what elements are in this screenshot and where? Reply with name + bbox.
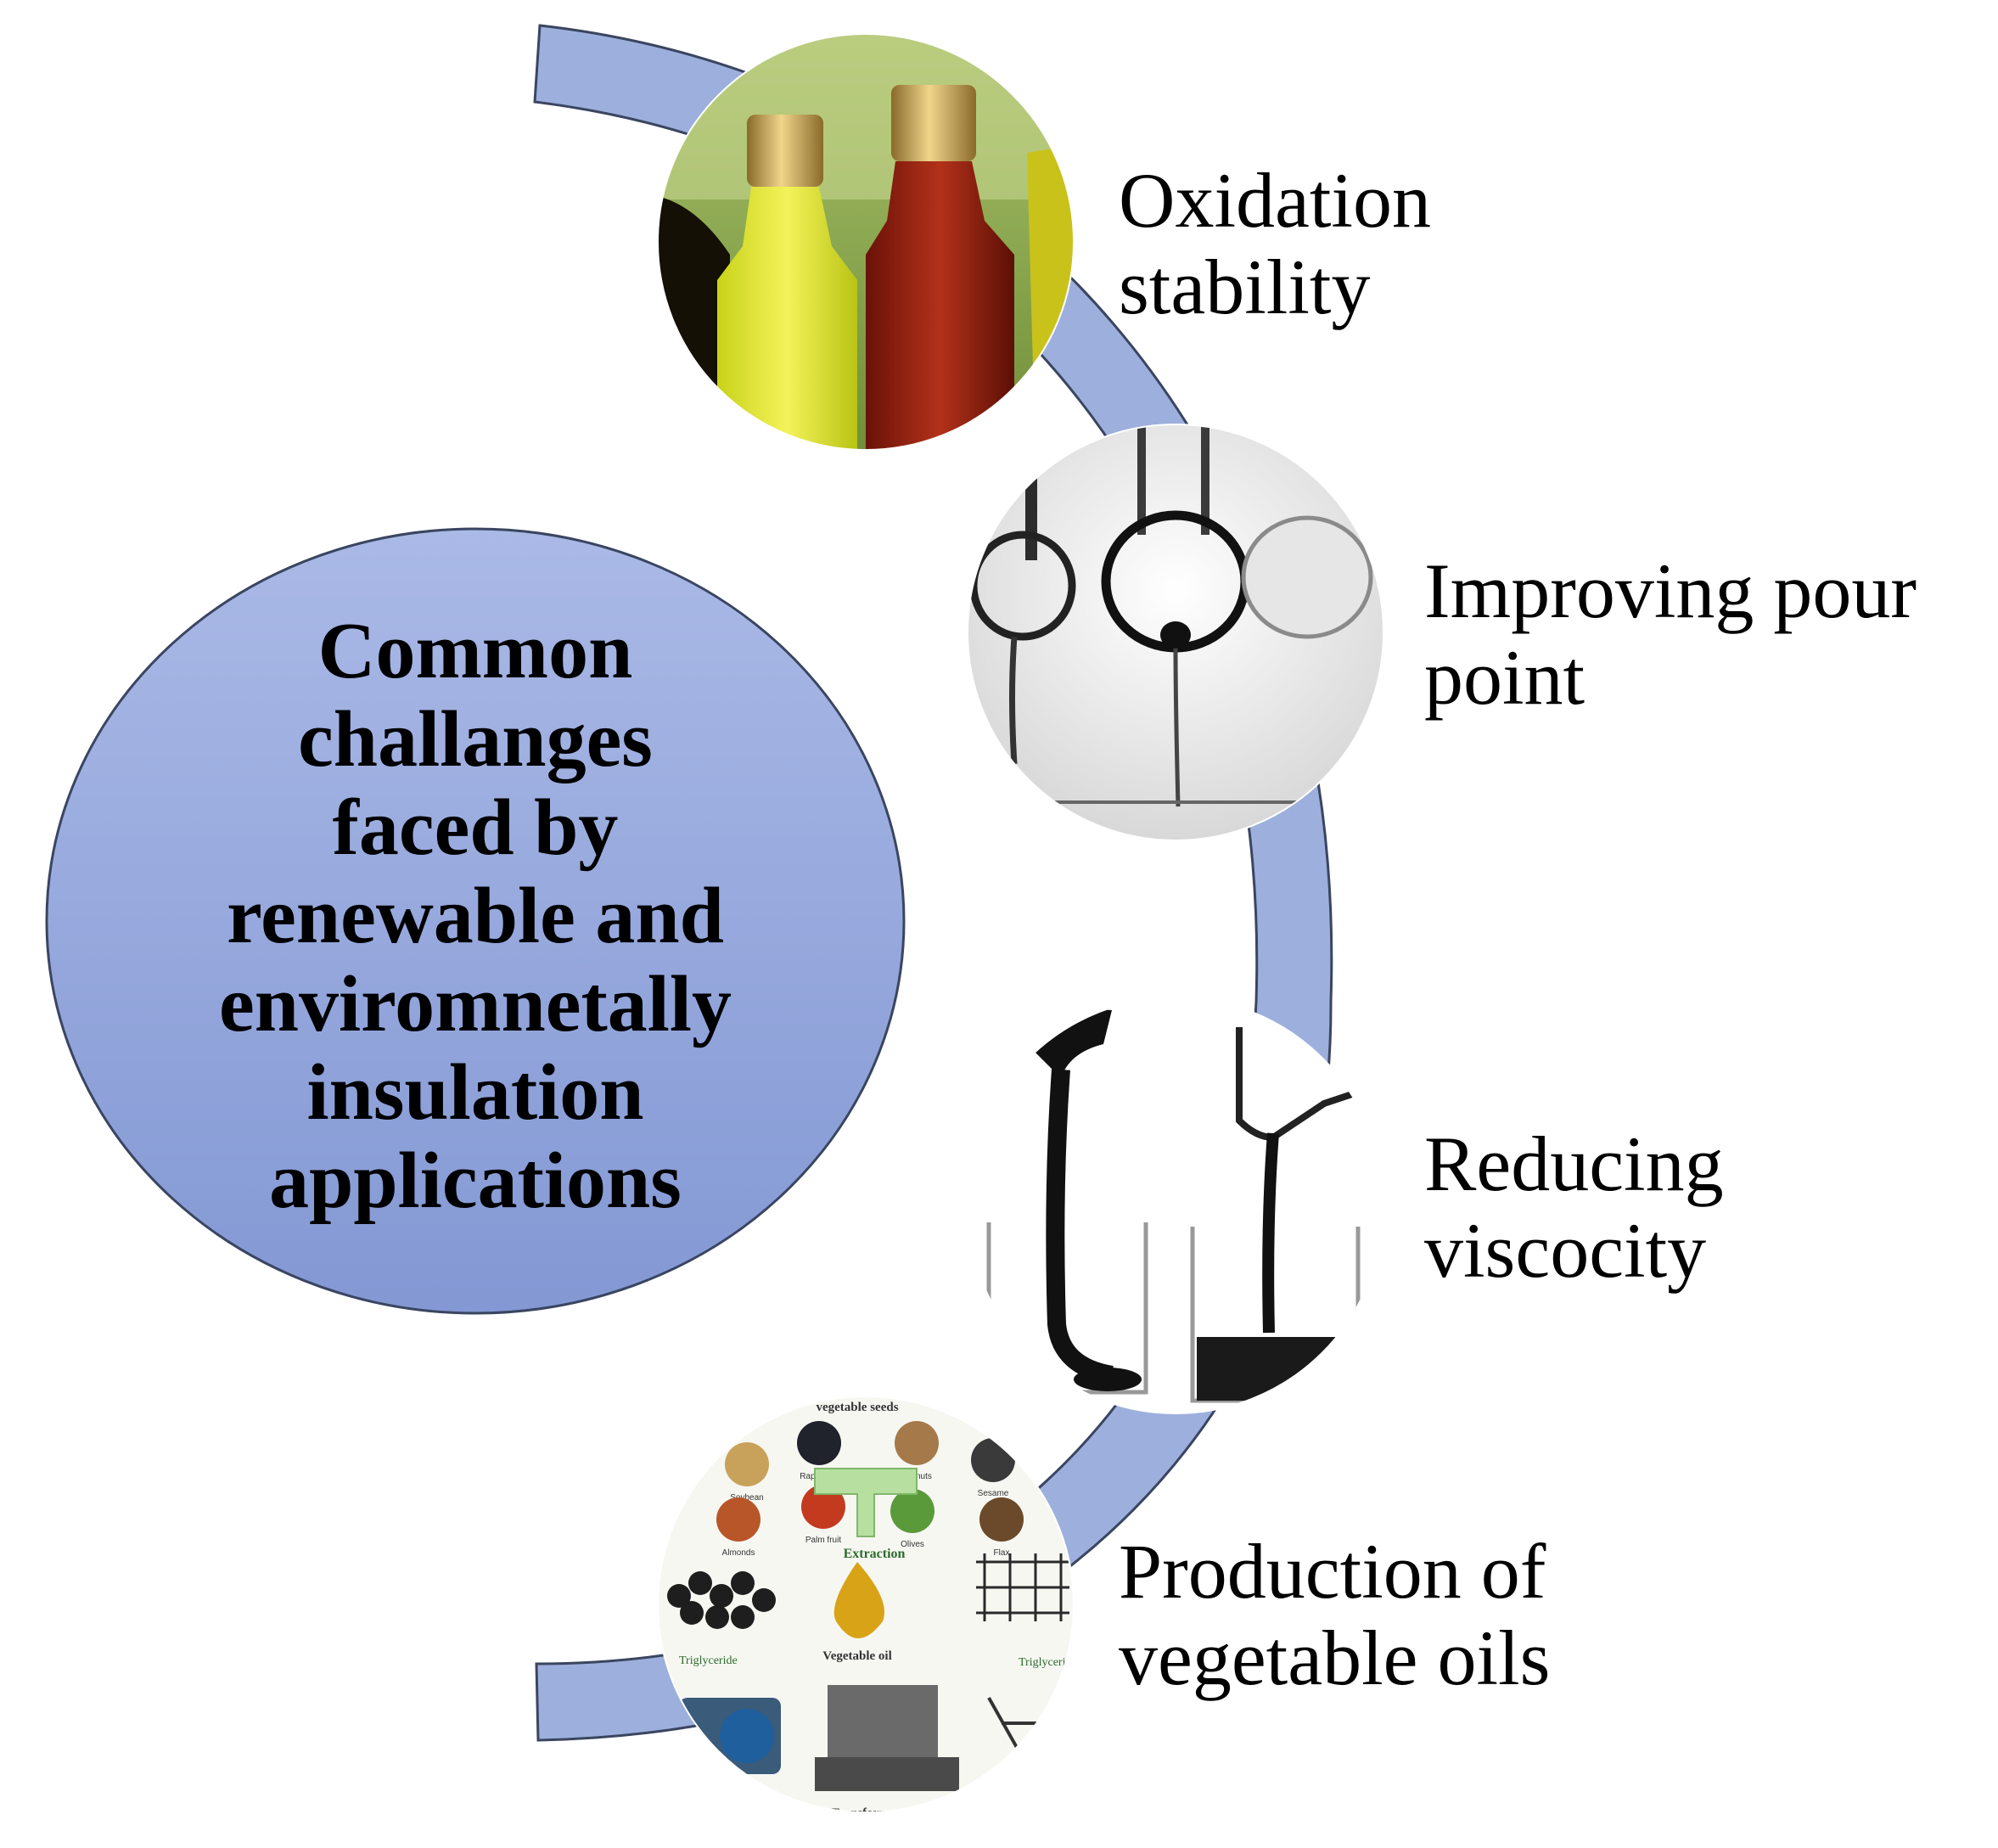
seed-icon — [797, 1421, 841, 1465]
seed-icons: SoybeanRapeseedWalnutsSesameAlmondsPalm … — [716, 1421, 1024, 1558]
label-oxidation-stability: Oxidation stability — [1119, 157, 1431, 330]
viscous-oil-image — [968, 997, 1383, 1413]
seed-label: Olives — [901, 1540, 924, 1549]
seed-icon — [979, 1497, 1024, 1542]
label-improving-pour-point: Improving pour point — [1424, 548, 1917, 721]
vegetable-seeds-text: vegetable seeds — [816, 1401, 898, 1414]
vegetable-oil-text: Vegetable oil — [822, 1649, 892, 1663]
seed-icon — [895, 1421, 939, 1465]
label-reducing-viscocity: Reducing viscocity — [1424, 1121, 1724, 1294]
center-title: Common challanges faced by renewable and… — [219, 607, 732, 1225]
seed-icon — [971, 1438, 1015, 1482]
seed-icon — [801, 1485, 845, 1529]
center-circle — [45, 527, 906, 1315]
seed-icon — [725, 1442, 769, 1486]
seed-icon — [890, 1489, 934, 1533]
triglyceride-left-text: Triglyceride — [679, 1654, 738, 1667]
transformer-text: Transformer — [831, 1806, 901, 1820]
vegetable-oil-infographic-image: vegetable seeds SoybeanRapeseedWalnutsSe… — [658, 1396, 1077, 1820]
seed-label: Sesame — [978, 1489, 1009, 1498]
label-production-of-vegetable-oils: Production of vegetable oils — [1119, 1528, 1551, 1701]
oil-bottles-image — [658, 34, 1074, 450]
seed-icon — [716, 1497, 760, 1542]
oil-drops-image — [968, 424, 1383, 840]
triglyceride-right-text: Triglyceride — [1019, 1656, 1077, 1669]
seed-label: Palm fruit — [805, 1536, 841, 1545]
seed-label: Almonds — [722, 1548, 755, 1558]
seed-label: Flax — [994, 1548, 1010, 1558]
seed-label: Soybean — [730, 1493, 763, 1503]
extraction-text: Extraction — [844, 1547, 906, 1561]
